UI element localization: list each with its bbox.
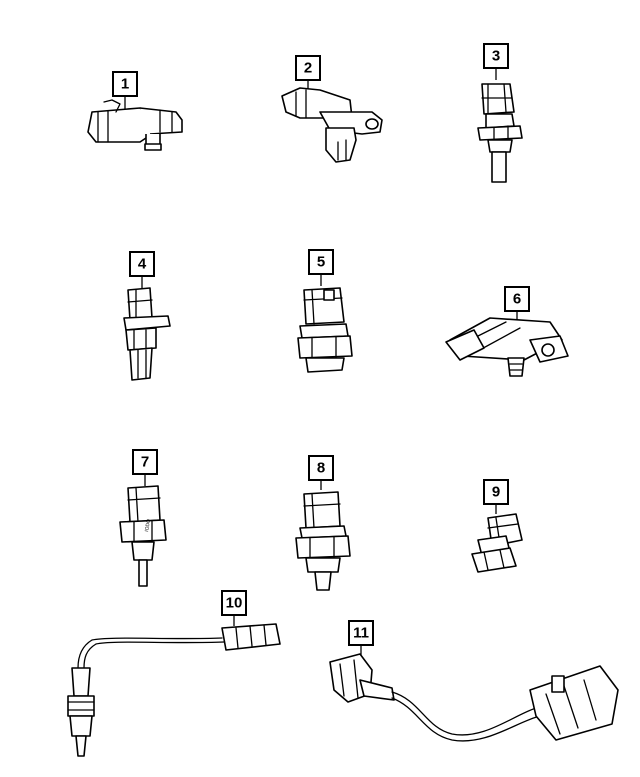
part-5: 5 [298,249,352,372]
part-7: 7 IODO [120,449,166,586]
part-8: 8 [296,455,350,590]
sensor-11-drawing [330,654,618,741]
sensor-8-drawing [296,492,350,590]
callout-11-label: 11 [353,625,369,642]
sensor-5-drawing [298,288,352,372]
sensor-9-drawing [472,514,522,572]
part-4: 4 [124,251,170,380]
callout-7[interactable]: 7 [132,449,158,475]
callout-4[interactable]: 4 [129,251,155,277]
callout-9[interactable]: 9 [483,479,509,505]
sensor-2-drawing [282,88,382,162]
callout-4-label: 4 [138,256,147,273]
callout-5-label: 5 [317,254,325,271]
callout-2-label: 2 [304,60,312,77]
callout-7-label: 7 [141,454,149,471]
sensor-7-drawing: IODO [120,486,166,586]
callout-10-label: 10 [226,595,243,612]
callout-6-label: 6 [513,291,521,308]
callout-9-label: 9 [492,484,500,501]
callout-1[interactable]: 1 [112,71,138,97]
sensor-6-drawing [446,318,568,376]
part-11: 11 [330,620,618,741]
sensor-4-drawing [124,288,170,380]
callout-6[interactable]: 6 [504,286,530,312]
callout-8-label: 8 [317,460,325,477]
callout-1-label: 1 [121,76,129,93]
callout-3-label: 3 [492,48,500,65]
callout-10[interactable]: 10 [221,590,247,616]
part-3: 3 [478,43,522,182]
callout-3[interactable]: 3 [483,43,509,69]
sensor-1-drawing [88,100,182,150]
callout-8[interactable]: 8 [308,455,334,481]
part-9: 9 [472,479,522,572]
sensor-10-drawing [68,624,280,756]
part-10: 10 [68,590,280,756]
part-6: 6 [446,286,568,376]
sensor-7-hex-marking: IODO [144,519,152,533]
callout-2[interactable]: 2 [295,55,321,81]
part-1: 1 [88,71,182,150]
sensor-3-drawing [478,84,522,182]
callout-5[interactable]: 5 [308,249,334,275]
callout-11[interactable]: 11 [348,620,374,646]
part-2: 2 [282,55,382,162]
